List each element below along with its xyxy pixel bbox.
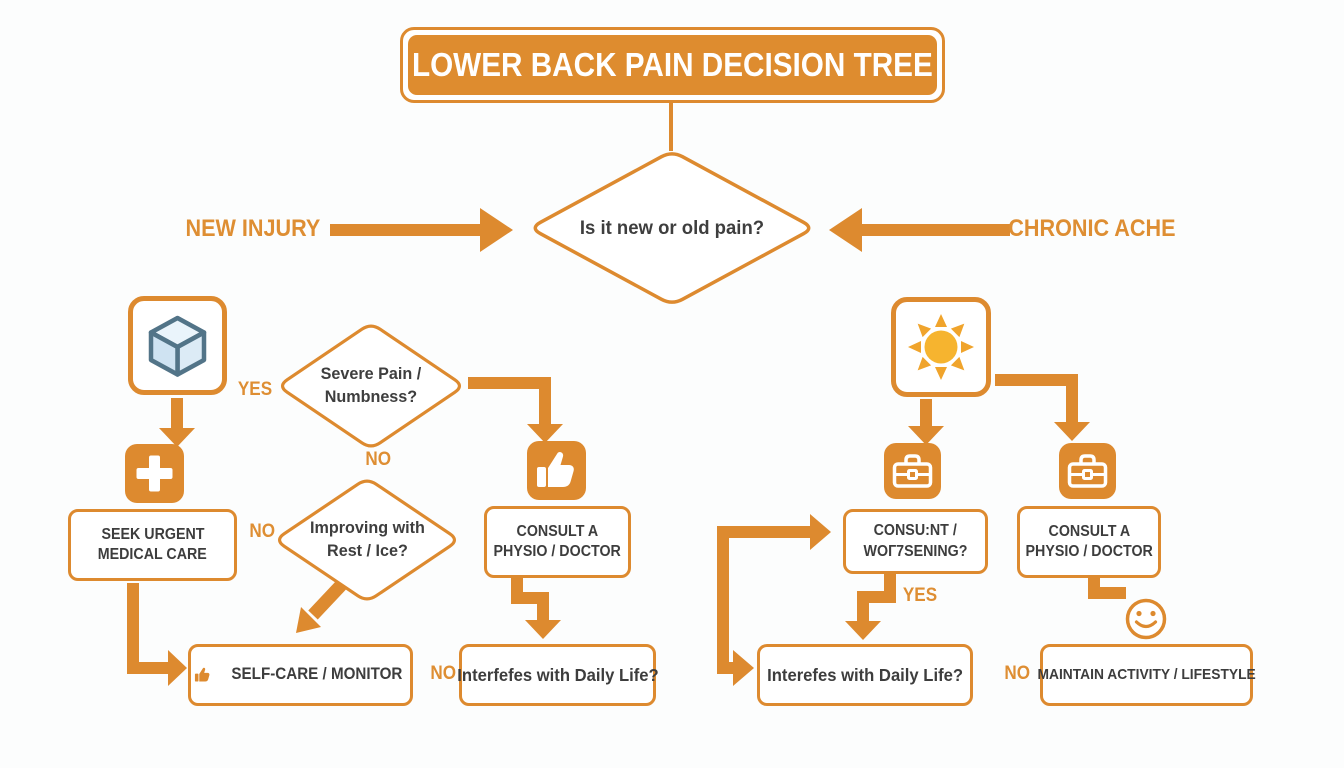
consult-physio-left-box: CONSULT A PHYSIO / DOCTOR xyxy=(484,506,631,578)
chronic-ache-label: CHRONIC ACHE xyxy=(1007,215,1176,242)
consult-thumb-node xyxy=(527,441,586,500)
diamond-shape xyxy=(280,324,462,448)
urgent-care-node xyxy=(125,444,184,503)
yes-label-severe: YES xyxy=(237,379,273,400)
root-question-text: Is it new or old pain? xyxy=(579,216,765,239)
self-care-box: SELF-CARE / MONITOR xyxy=(188,644,413,706)
thumbs-up-icon xyxy=(537,452,574,487)
page-title-text: LOWER BACK PAIN DECISION TREE xyxy=(412,46,933,83)
medical-cross-icon xyxy=(136,455,173,492)
constant-worsening-box: CONSU:NT / WOГ7SENING? xyxy=(843,509,988,574)
sun-icon xyxy=(908,314,974,380)
consult-physio-right-box: CONSULT A PHYSIO / DOCTOR xyxy=(1017,506,1161,578)
briefcase-icon xyxy=(892,454,933,488)
warmth-node xyxy=(891,297,991,397)
interferes-left-box: Interfefes with Daily Life? xyxy=(457,644,658,706)
briefcase-icon xyxy=(1067,454,1108,488)
root-question-diamond: Is it new or old pain? xyxy=(527,148,817,308)
smiley-node xyxy=(1124,597,1168,641)
ice-pack-node xyxy=(128,296,227,395)
diamond-shape xyxy=(277,479,457,601)
smiley-face-icon xyxy=(1125,598,1167,640)
severe-pain-diamond: Severe Pain / Numbness? xyxy=(275,320,467,452)
no-label-improving: NO xyxy=(249,521,275,542)
no-label-maintain: NO xyxy=(1004,663,1030,684)
seek-urgent-care-box: SEEK URGENT MEDICAL CARE xyxy=(68,509,237,581)
new-injury-label: NEW INJURY xyxy=(185,215,320,242)
improving-diamond: Improving with Rest / Ice? xyxy=(272,475,462,605)
improving-text: Improving with Rest / Ice? xyxy=(309,518,425,560)
severe-pain-text: Severe Pain / Numbness? xyxy=(320,364,422,406)
yes-label-worsening: YES xyxy=(902,585,938,606)
ice-cube-icon xyxy=(148,315,207,377)
diamond-shape xyxy=(533,152,811,304)
thumbs-up-icon xyxy=(194,667,210,682)
page-title: LOWER BACK PAIN DECISION TREE xyxy=(400,27,945,103)
interferes-right-box: Interefes with Daily Life? xyxy=(757,644,973,706)
maintain-activity-box: MAINTAIN ACTIVITY / LIFESTYLE xyxy=(1037,644,1256,706)
page-title-inner: LOWER BACK PAIN DECISION TREE xyxy=(408,35,937,95)
work-node-left xyxy=(884,443,941,499)
no-label-interferes-left: NO xyxy=(430,663,456,684)
work-node-right xyxy=(1059,443,1116,499)
no-label-severe: NO xyxy=(365,449,391,470)
